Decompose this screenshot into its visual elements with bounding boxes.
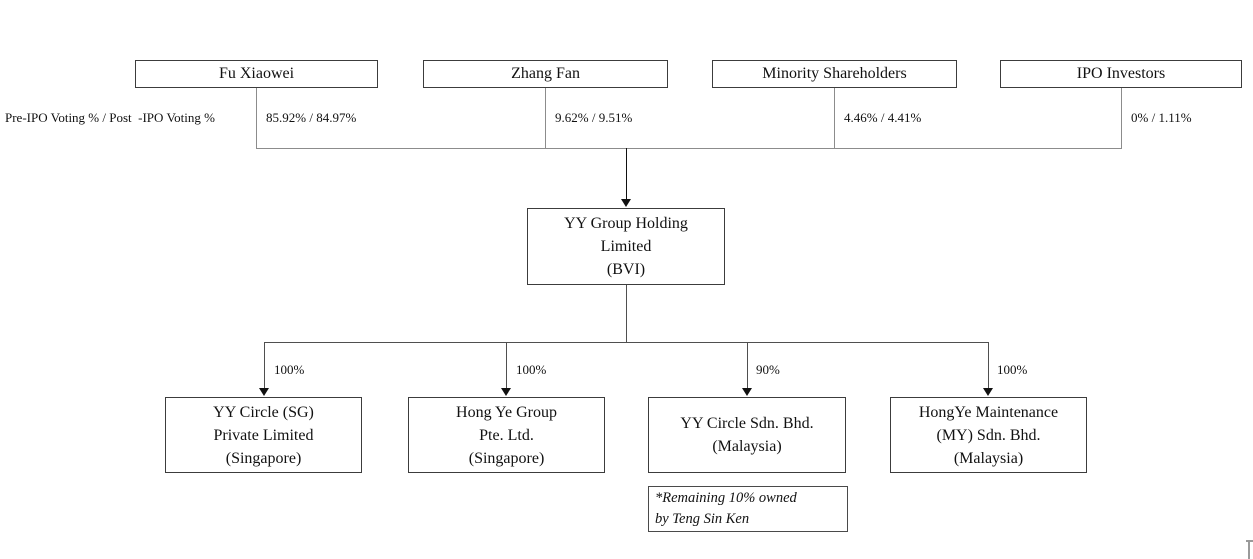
connector-stub-fu-xiaowei <box>256 88 257 148</box>
shareholder-name: Zhang Fan <box>511 65 580 82</box>
arrowhead-to-holding <box>621 199 631 207</box>
subsidiary-line: (MY) Sdn. Bhd. <box>936 426 1041 444</box>
subsidiary-line: Private Limited <box>213 426 314 444</box>
arrowhead-hongye-maintenance <box>983 388 993 396</box>
subsidiary-line: YY Circle (SG) <box>213 403 314 421</box>
crop-mark-artifact <box>1248 540 1250 559</box>
voting-pct-fu-xiaowei: 85.92% / 84.97% <box>266 110 357 125</box>
connector-bus-top <box>256 148 1122 149</box>
subsidiary-line: Pte. Ltd. <box>479 426 534 444</box>
arrowhead-hong-ye-group <box>501 388 511 396</box>
subsidiary-box-hong-ye-group: Hong Ye Group Pte. Ltd. (Singapore) <box>408 397 605 473</box>
subsidiary-box-hongye-maintenance: HongYe Maintenance (MY) Sdn. Bhd. (Malay… <box>890 397 1087 473</box>
holding-company-line: Limited <box>600 238 652 255</box>
subsidiary-line: (Malaysia) <box>712 438 782 455</box>
footnote-box: *Remaining 10% owned by Teng Sin Ken <box>648 486 848 532</box>
subsidiary-box-yy-circle-sg: YY Circle (SG) Private Limited (Singapor… <box>165 397 362 473</box>
shareholder-box-zhang-fan: Zhang Fan <box>423 60 668 88</box>
connector-stub-minority <box>834 88 835 148</box>
subsidiary-line: (Singapore) <box>225 449 302 467</box>
voting-pct-minority: 4.46% / 4.41% <box>844 110 922 125</box>
ownership-pct-hongye-maintenance: 100% <box>997 362 1028 377</box>
holding-company-line: (BVI) <box>606 261 646 278</box>
subsidiary-line: (Singapore) <box>468 449 545 467</box>
connector-drop-yy-circle-sdn <box>747 342 748 389</box>
connector-stub-ipo <box>1121 88 1122 148</box>
shareholder-name: Fu Xiaowei <box>218 65 295 82</box>
subsidiary-line: HongYe Maintenance <box>918 403 1059 421</box>
connector-drop-hong-ye-group <box>506 342 507 389</box>
connector-drop-hongye-maintenance <box>988 342 989 389</box>
ownership-pct-yy-circle-sg: 100% <box>274 362 305 377</box>
connector-drop-yy-circle-sg <box>264 342 265 389</box>
connector-stub-zhang-fan <box>545 88 546 148</box>
shareholder-name: Minority Shareholders <box>762 65 907 82</box>
arrow-line-to-holding <box>626 148 627 200</box>
subsidiary-box-yy-circle-sdn: YY Circle Sdn. Bhd. (Malaysia) <box>648 397 846 473</box>
subsidiary-line: Hong Ye Group <box>456 403 557 421</box>
holding-company-line: YY Group Holding <box>564 215 688 232</box>
arrowhead-yy-circle-sg <box>259 388 269 396</box>
ownership-pct-yy-circle-sdn: 90% <box>756 362 780 377</box>
footnote-line: by Teng Sin Ken <box>655 511 750 527</box>
voting-row-label: Pre-IPO Voting % / Post -IPO Voting % <box>5 110 215 125</box>
shareholder-name: IPO Investors <box>1076 65 1166 82</box>
connector-bus-bottom <box>264 342 988 343</box>
shareholder-box-minority-shareholders: Minority Shareholders <box>712 60 957 88</box>
shareholder-box-ipo-investors: IPO Investors <box>1000 60 1242 88</box>
shareholder-box-fu-xiaowei: Fu Xiaowei <box>135 60 378 88</box>
footnote-line: *Remaining 10% owned <box>655 490 797 506</box>
subsidiary-line: YY Circle Sdn. Bhd. <box>680 415 814 432</box>
ownership-pct-hong-ye-group: 100% <box>516 362 547 377</box>
holding-company-box: YY Group Holding Limited (BVI) <box>527 208 725 285</box>
connector-holding-to-bus <box>626 285 627 342</box>
arrowhead-yy-circle-sdn <box>742 388 752 396</box>
subsidiary-line: (Malaysia) <box>953 449 1024 467</box>
voting-pct-zhang-fan: 9.62% / 9.51% <box>555 110 633 125</box>
voting-pct-ipo: 0% / 1.11% <box>1131 110 1192 125</box>
